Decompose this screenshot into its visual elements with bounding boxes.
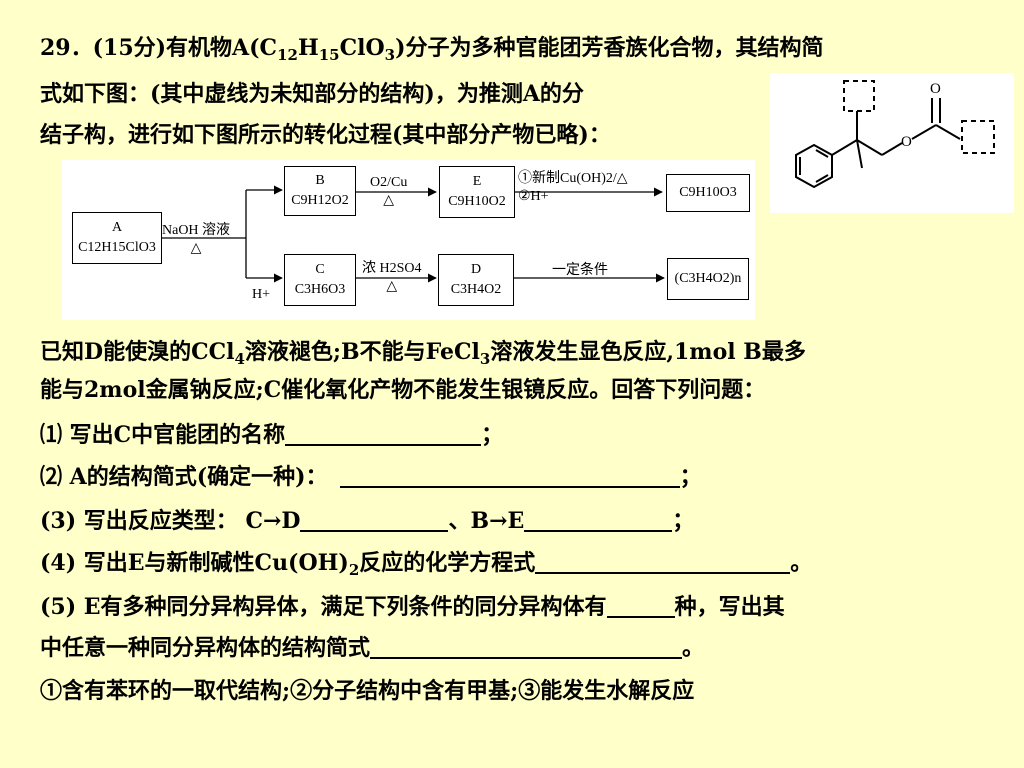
sub-question-1: ⑴ 写出C中官能团的名称；: [40, 422, 504, 448]
polymer-box: (C3H4O2)n: [667, 258, 749, 300]
answer-blank-5b[interactable]: [370, 635, 683, 659]
unknown-group-top: [843, 80, 875, 112]
oxidation-conditions: ①新制Cu(OH)2/△ ②H+: [518, 171, 628, 204]
compound-e-box: E C9H10O2: [439, 166, 515, 218]
answer-blank-2[interactable]: [339, 464, 680, 488]
question-line-2: 式如下图：(其中虚线为未知部分的结构)，为推测A的分: [40, 81, 584, 107]
carbonyl-o-label: O: [930, 81, 941, 97]
question-line-3: 结子构，进行如下图所示的转化过程(其中部分产物已略)：: [40, 122, 611, 148]
benzene-ring: [795, 143, 833, 189]
naoh-label: NaOH 溶液 △: [162, 223, 231, 256]
question-number: 29．: [40, 35, 93, 61]
ester-o-label: O: [901, 134, 912, 150]
answer-blank-3a[interactable]: [300, 508, 449, 532]
structure-diagram: O O: [770, 73, 1014, 213]
known-line-2: 能与2mol金属钠反应;C催化氧化产物不能发生银镜反应。回答下列问题：: [40, 377, 766, 403]
condition-label: 一定条件: [552, 263, 608, 278]
known-line-1: 已知D能使溴的CCl4溶液褪色;B不能与FeCl3溶液发生显色反应,1mol B…: [40, 339, 806, 368]
reaction-flowchart: A C12H15ClO3 NaOH 溶液 △ B C9H12O2 O2/Cu △…: [62, 160, 755, 320]
sub-question-5-cont: 中任意一种同分异构体的结构简式。: [40, 635, 705, 661]
sub-question-4: (4) 写出E与新制碱性Cu(OH)2反应的化学方程式。: [40, 550, 813, 579]
sub-question-3: (3) 写出反应类型： C→D、B→E；: [40, 508, 695, 534]
sub-question-5: (5) E有多种同分异构异体，满足下列条件的同分异构体有种，写出其: [40, 594, 785, 620]
conditions-line: ①含有苯环的一取代结构;②分子结构中含有甲基;③能发生水解反应: [40, 678, 695, 704]
answer-blank-5a[interactable]: [606, 594, 675, 618]
answer-blank-4[interactable]: [535, 550, 791, 574]
question-line-1: 29．(15分)有机物A(C12H15ClO3)分子为多种官能团芳香族化合物，其…: [40, 35, 824, 64]
compound-b-box: B C9H12O2: [284, 166, 356, 216]
compound-c-box: C C3H6O3: [284, 254, 356, 306]
structure-svg: O O: [795, 80, 995, 189]
compound-d-box: D C3H4O2: [438, 254, 514, 306]
answer-blank-1[interactable]: [285, 422, 482, 446]
flow-arrows: [162, 185, 665, 283]
hplus-label: H+: [252, 287, 271, 302]
h2so4-label: 浓 H2SO4 △: [362, 261, 422, 294]
sub-question-2: ⑵ A的结构简式(确定一种)：；: [40, 464, 702, 490]
answer-blank-3b[interactable]: [524, 508, 673, 532]
unknown-group-right: [961, 120, 995, 154]
product-c9h10o3-box: C9H10O3: [666, 174, 750, 212]
o2cu-label: O2/Cu △: [370, 175, 408, 208]
compound-a-box: A C12H15ClO3: [72, 212, 162, 264]
